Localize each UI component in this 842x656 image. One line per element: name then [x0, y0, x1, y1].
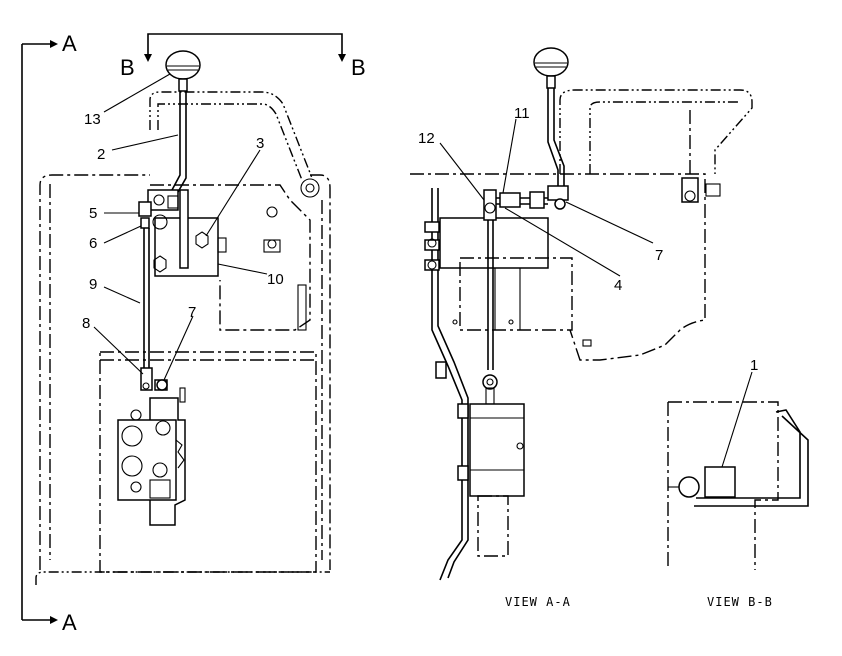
callout-1: 1	[750, 357, 758, 374]
section-a-bottom-label: A	[62, 610, 77, 635]
view-b-b	[667, 401, 809, 570]
section-a-top-label: A	[62, 31, 77, 56]
section-line-b	[144, 33, 346, 62]
callout-2: 2	[97, 146, 105, 163]
view-a-labels: 12 11 4 7	[418, 105, 663, 294]
main-view	[35, 50, 331, 585]
section-line-a	[21, 40, 58, 624]
callout-9: 9	[89, 276, 97, 293]
callout-3: 3	[256, 135, 264, 152]
caption-view-a: VIEW A-A	[505, 595, 571, 609]
callout-10: 10	[267, 271, 284, 288]
callout-12: 12	[418, 130, 435, 147]
callout-4: 4	[614, 277, 622, 294]
callout-7-main: 7	[188, 304, 196, 321]
main-view-leaders	[93, 73, 268, 381]
callout-6: 6	[89, 235, 97, 252]
callout-8: 8	[82, 315, 90, 332]
callout-7-view-a: 7	[655, 247, 663, 264]
callout-13: 13	[84, 111, 101, 128]
main-view-labels: 13 2 3 5 6 9 10 8 7	[82, 111, 284, 332]
caption-view-b: VIEW B-B	[707, 595, 773, 609]
view-a-a	[410, 47, 753, 581]
view-b-leaders	[721, 371, 753, 468]
callout-5: 5	[89, 205, 97, 222]
section-b-left-label: B	[120, 55, 135, 80]
section-b-right-label: B	[351, 55, 366, 80]
view-a-leaders	[439, 118, 654, 277]
callout-11: 11	[514, 105, 530, 122]
